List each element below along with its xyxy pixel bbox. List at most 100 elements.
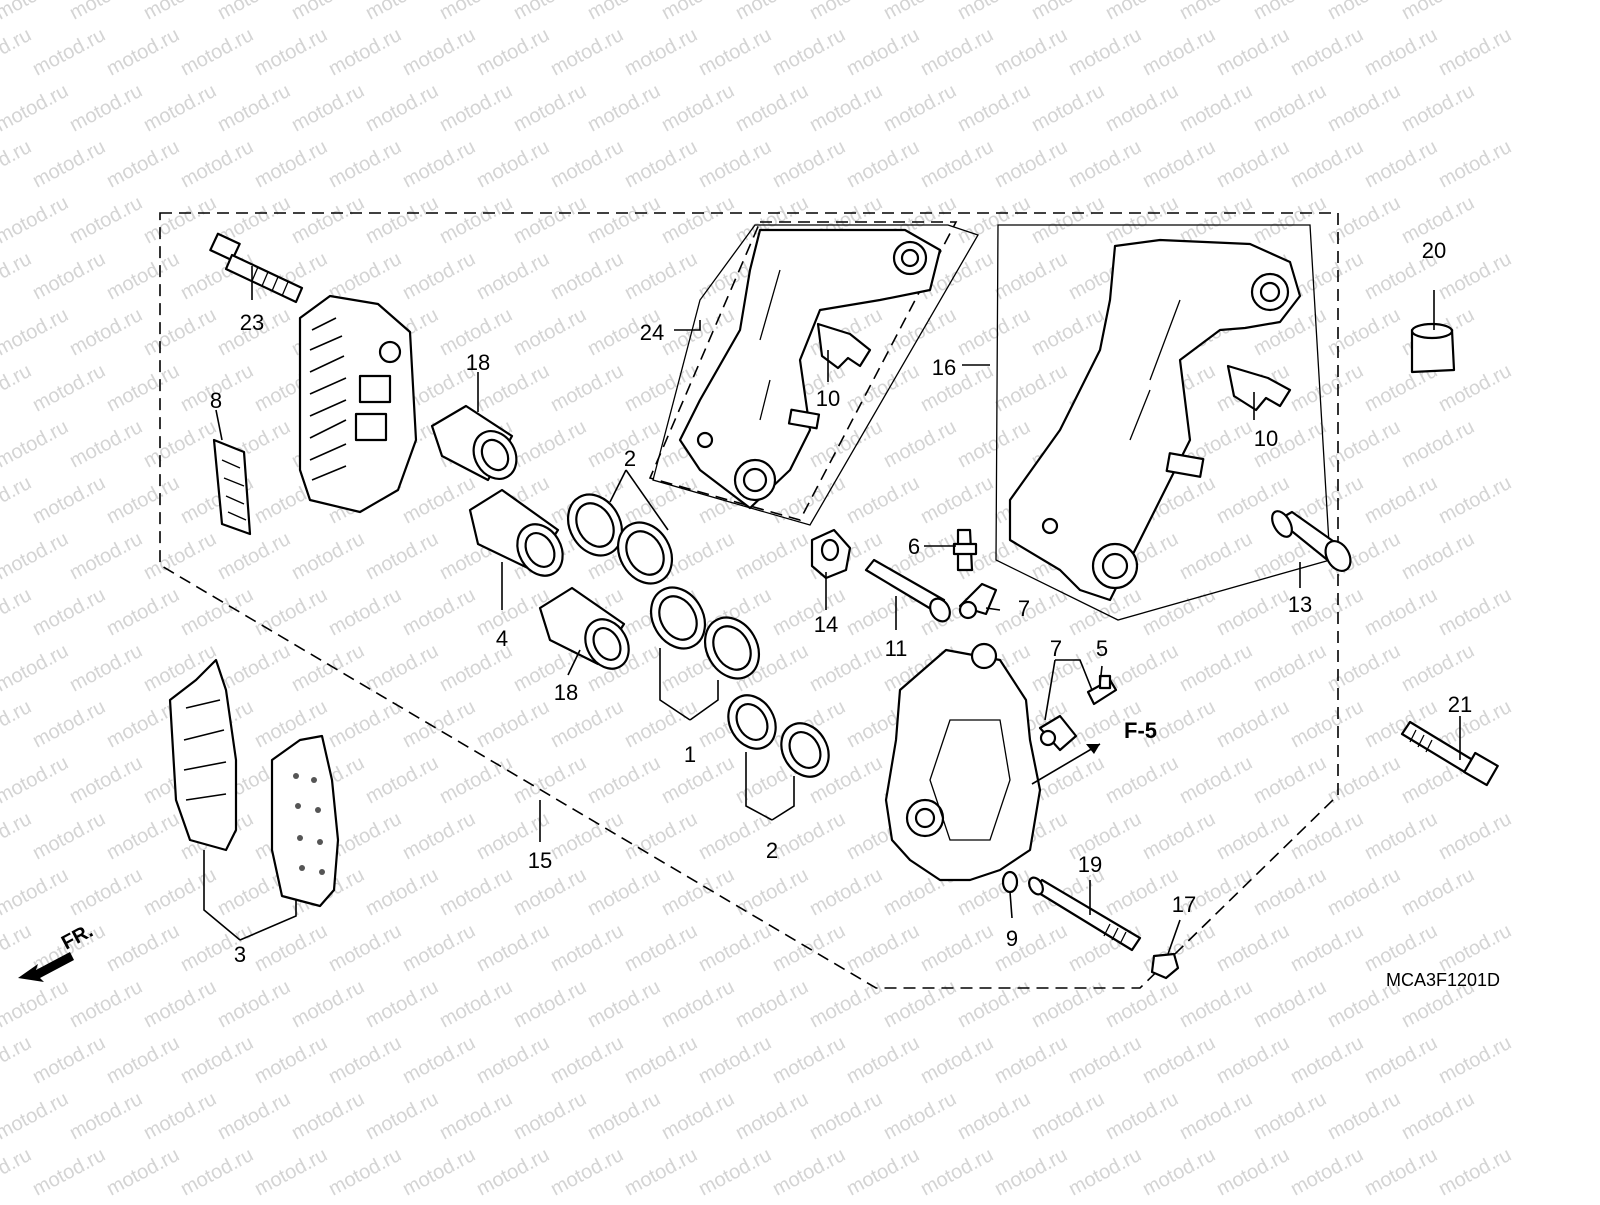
watermark-text: motod.ru bbox=[0, 752, 72, 808]
watermark-text: motod.ru bbox=[547, 1144, 627, 1200]
watermark-text: motod.ru bbox=[1398, 1088, 1478, 1144]
watermark-text: motod.ru bbox=[806, 1088, 886, 1144]
watermark-text: motod.ru bbox=[29, 696, 109, 752]
watermark-text: motod.ru bbox=[880, 80, 960, 136]
callout-11: 11 bbox=[885, 636, 908, 661]
watermark-text: motod.ru bbox=[843, 24, 923, 80]
watermark-text: motod.ru bbox=[29, 136, 109, 192]
watermark-text: motod.ru bbox=[0, 0, 72, 24]
seal-2-upper-a bbox=[566, 493, 624, 557]
watermark-text: motod.ru bbox=[1287, 1032, 1367, 1088]
bleeder-6 bbox=[952, 528, 978, 572]
watermark-text: motod.ru bbox=[0, 248, 35, 304]
watermark-text: motod.ru bbox=[362, 1088, 442, 1144]
watermark-text: motod.ru bbox=[1139, 584, 1219, 640]
watermark-text: motod.ru bbox=[0, 528, 72, 584]
watermark-text: motod.ru bbox=[991, 1032, 1071, 1088]
watermark-text: motod.ru bbox=[251, 584, 331, 640]
watermark-text: motod.ru bbox=[1250, 80, 1330, 136]
watermark-text: motod.ru bbox=[177, 24, 257, 80]
callout-5: 5 bbox=[1096, 636, 1108, 661]
watermark-text: motod.ru bbox=[917, 136, 997, 192]
watermark-text: motod.ru bbox=[251, 1032, 331, 1088]
callout-18-bottom: 18 bbox=[554, 680, 578, 705]
watermark-text: motod.ru bbox=[1324, 416, 1404, 472]
watermark-text: motod.ru bbox=[0, 136, 35, 192]
watermark-text: motod.ru bbox=[325, 1032, 405, 1088]
watermark-text: motod.ru bbox=[695, 808, 775, 864]
watermark-text: motod.ru bbox=[1287, 808, 1367, 864]
bushing-20 bbox=[1410, 322, 1456, 374]
watermark-text: motod.ru bbox=[288, 0, 368, 24]
watermark-text: motod.ru bbox=[0, 584, 35, 640]
callout-9: 9 bbox=[1006, 926, 1018, 951]
watermark-text: motod.ru bbox=[584, 864, 664, 920]
watermark-text: motod.ru bbox=[547, 24, 627, 80]
watermark-text: motod.ru bbox=[66, 864, 146, 920]
callout-2-upper: 2 bbox=[624, 446, 636, 471]
watermark-text: motod.ru bbox=[399, 808, 479, 864]
watermark-text: motod.ru bbox=[288, 976, 368, 1032]
watermark-text: motod.ru bbox=[769, 1144, 849, 1200]
watermark-text: motod.ru bbox=[0, 472, 35, 528]
watermark-text: motod.ru bbox=[695, 920, 775, 976]
watermark-text: motod.ru bbox=[1176, 640, 1256, 696]
watermark-text: motod.ru bbox=[954, 416, 1034, 472]
watermark-text: motod.ru bbox=[140, 864, 220, 920]
watermark-text: motod.ru bbox=[769, 472, 849, 528]
watermark-text: motod.ru bbox=[510, 976, 590, 1032]
watermark-text: motod.ru bbox=[954, 80, 1034, 136]
callout-16: 16 bbox=[932, 355, 956, 380]
watermark-text: motod.ru bbox=[658, 192, 738, 248]
bracket-24 bbox=[678, 228, 942, 510]
watermark-text: motod.ru bbox=[547, 808, 627, 864]
callout-1: 1 bbox=[684, 742, 696, 767]
watermark-text: motod.ru bbox=[1176, 528, 1256, 584]
leader-lines bbox=[203, 266, 1461, 955]
watermark-text: motod.ru bbox=[1213, 136, 1293, 192]
brake-pad-3-inner bbox=[270, 734, 340, 908]
watermark-text: motod.ru bbox=[917, 24, 997, 80]
callout-7-upper: 7 bbox=[1018, 596, 1030, 621]
watermark-text: motod.ru bbox=[362, 0, 442, 24]
watermark-text: motod.ru bbox=[1213, 1144, 1293, 1200]
watermark-text: motod.ru bbox=[140, 976, 220, 1032]
watermark-text: motod.ru bbox=[0, 920, 35, 976]
watermark-text: motod.ru bbox=[1398, 0, 1478, 24]
watermark-text: motod.ru bbox=[991, 920, 1071, 976]
watermark-text: motod.ru bbox=[1361, 136, 1441, 192]
watermark-text: motod.ru bbox=[0, 416, 72, 472]
watermark-text: motod.ru bbox=[1028, 1088, 1108, 1144]
watermark-text: motod.ru bbox=[732, 976, 812, 1032]
watermark-text: motod.ru bbox=[1139, 808, 1219, 864]
watermark-text: motod.ru bbox=[0, 1144, 35, 1200]
watermark-text: motod.ru bbox=[954, 304, 1034, 360]
watermark-text: motod.ru bbox=[288, 192, 368, 248]
callout-20: 20 bbox=[1422, 238, 1446, 263]
watermark-text: motod.ru bbox=[880, 416, 960, 472]
watermark-text: motod.ru bbox=[66, 304, 146, 360]
watermark-text: motod.ru bbox=[214, 1088, 294, 1144]
watermark-text: motod.ru bbox=[1176, 192, 1256, 248]
watermark-text: motod.ru bbox=[399, 1032, 479, 1088]
watermark-text: motod.ru bbox=[695, 24, 775, 80]
watermark-text: motod.ru bbox=[288, 1088, 368, 1144]
cap-7-upper bbox=[958, 582, 998, 620]
watermark-text: motod.ru bbox=[103, 472, 183, 528]
watermark-text: motod.ru bbox=[1324, 864, 1404, 920]
watermark-text: motod.ru bbox=[177, 1032, 257, 1088]
watermark-text: motod.ru bbox=[547, 248, 627, 304]
watermark-text: motod.ru bbox=[103, 24, 183, 80]
callout-15: 15 bbox=[528, 848, 552, 873]
watermark-text: motod.ru bbox=[288, 528, 368, 584]
watermark-text: motod.ru bbox=[140, 1088, 220, 1144]
callout-18-top: 18 bbox=[466, 350, 490, 375]
diagram-code: MCA3F1201D bbox=[1386, 970, 1500, 990]
f5-reference-arrow bbox=[1031, 743, 1101, 785]
watermark-text: motod.ru bbox=[29, 24, 109, 80]
watermark-text: motod.ru bbox=[621, 1032, 701, 1088]
watermark-text: motod.ru bbox=[1176, 1088, 1256, 1144]
watermark-text: motod.ru bbox=[0, 1032, 35, 1088]
watermark-text: motod.ru bbox=[0, 864, 72, 920]
